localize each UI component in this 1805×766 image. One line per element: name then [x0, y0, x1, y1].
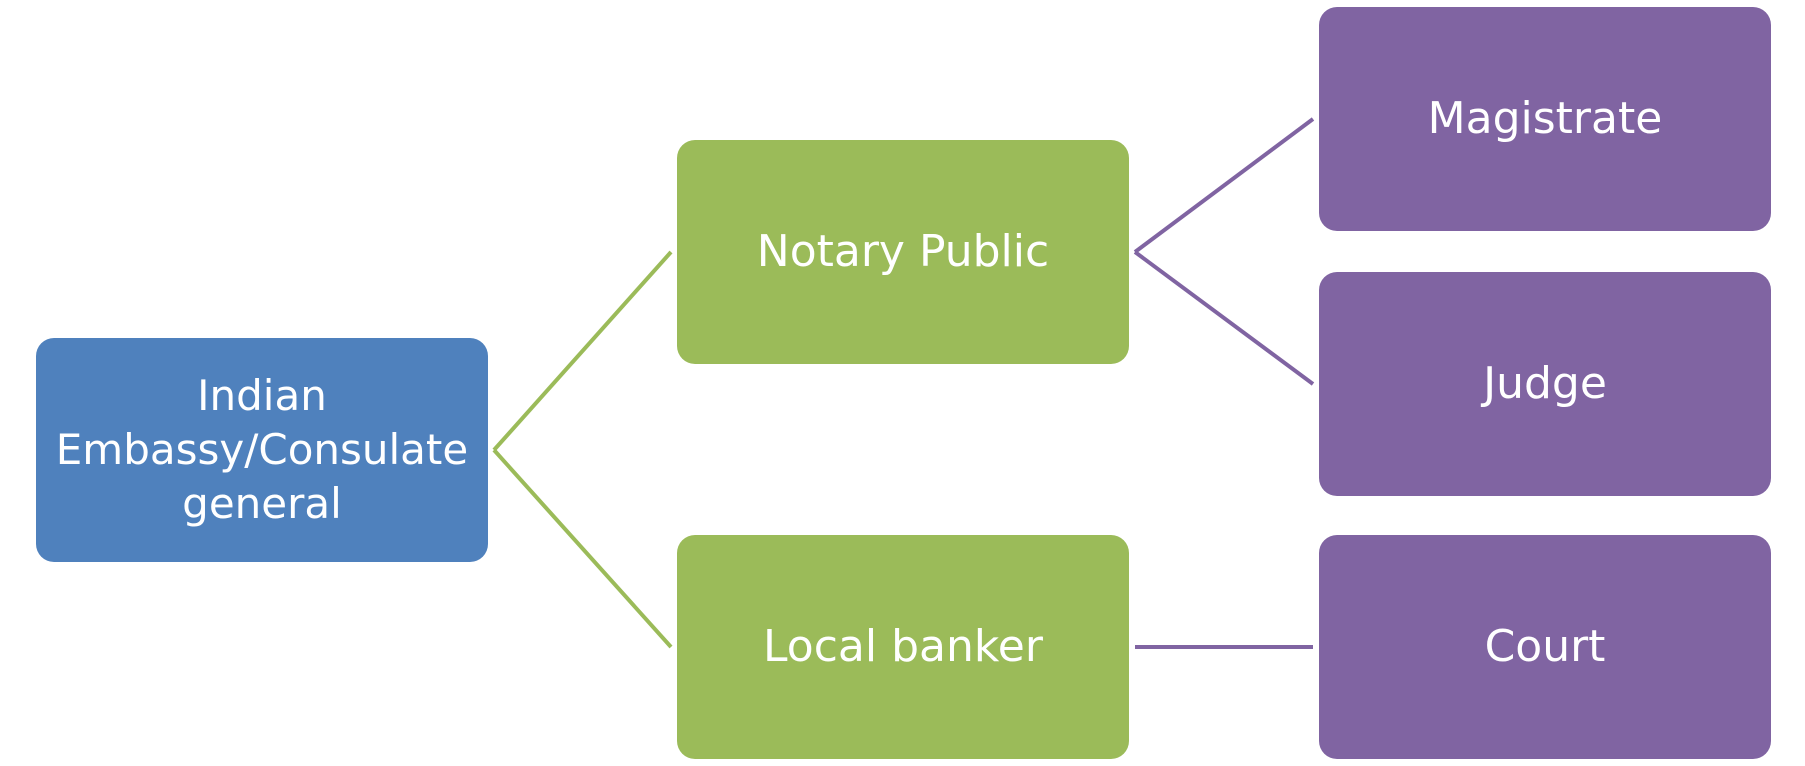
- node-root-line-3: general: [182, 478, 342, 528]
- node-local-banker: Local banker: [677, 535, 1129, 759]
- node-notary-label: Notary Public: [756, 225, 1050, 277]
- node-notary-public: Notary Public: [677, 140, 1129, 364]
- node-judge-label: Judge: [1483, 357, 1607, 409]
- node-indian-embassy-consulate-general: Indian Embassy/Consulate general: [36, 338, 488, 562]
- node-magistrate-label: Magistrate: [1427, 92, 1663, 144]
- connector-notary-to-magistrate: [1133, 117, 1315, 254]
- node-court-label: Court: [1484, 620, 1606, 672]
- connector-notary-to-judge: [1133, 250, 1315, 386]
- node-root-line-2: Embassy/Consulate: [55, 425, 469, 475]
- node-court: Court: [1319, 535, 1771, 759]
- node-judge: Judge: [1319, 272, 1771, 496]
- connector-root-to-notary: [492, 250, 673, 452]
- node-magistrate: Magistrate: [1319, 7, 1771, 231]
- node-root-label: Indian Embassy/Consulate general: [56, 369, 468, 530]
- connector-root-to-banker: [492, 448, 673, 649]
- node-root-line-1: Indian: [197, 371, 327, 421]
- node-banker-label: Local banker: [763, 620, 1043, 672]
